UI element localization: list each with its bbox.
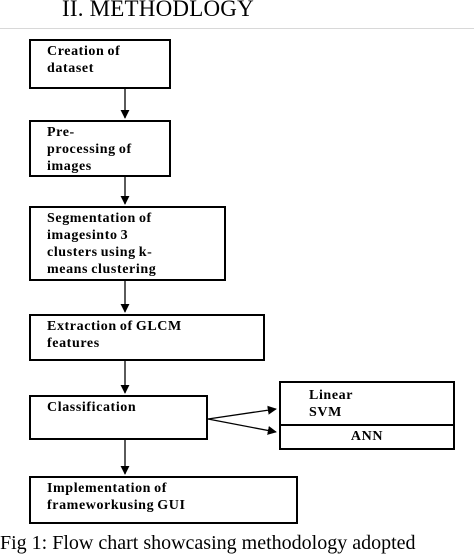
step-label: Extraction of GLCM [47, 319, 182, 334]
step-label: Classification [47, 400, 137, 415]
step-glcm-extraction: Extraction of GLCM features [29, 314, 265, 361]
classifier-label: Linear [309, 388, 354, 403]
step-label: Implementation of [47, 481, 168, 496]
step-preprocessing: Pre- processing of images [29, 120, 171, 177]
step-gui-implementation: Implementation of frameworkusing GUI [29, 476, 298, 524]
classifier-box: Linear SVM ANN [279, 381, 455, 450]
linear-svm-cell: Linear SVM [281, 383, 453, 426]
step-label: images [47, 159, 92, 174]
classifier-label: SVM [309, 405, 342, 420]
section-heading: II. METHODLOGY [62, 0, 254, 21]
step-label: features [47, 336, 100, 351]
step-label: Creation of [47, 44, 121, 59]
heading-rule [0, 28, 474, 29]
step-label: Pre- [47, 125, 75, 140]
arrow-svm [207, 405, 277, 420]
step-segmentation: Segmentation of imagesinto 3 clusters us… [29, 206, 226, 281]
arrow-ann [207, 418, 277, 435]
step-label: clusters using k- [47, 245, 153, 260]
step-label: frameworkusing GUI [47, 498, 186, 513]
step-classification: Classification [29, 395, 208, 440]
step-label: imagesinto 3 [47, 228, 129, 243]
step-label: dataset [47, 61, 94, 76]
step-label: means clustering [47, 262, 157, 277]
step-create-dataset: Creation of dataset [29, 39, 171, 89]
ann-cell: ANN [350, 429, 384, 444]
step-label: processing of [47, 142, 132, 157]
figure-caption: Fig 1: Flow chart showcasing methodology… [0, 532, 416, 554]
step-label: Segmentation of [47, 211, 152, 226]
